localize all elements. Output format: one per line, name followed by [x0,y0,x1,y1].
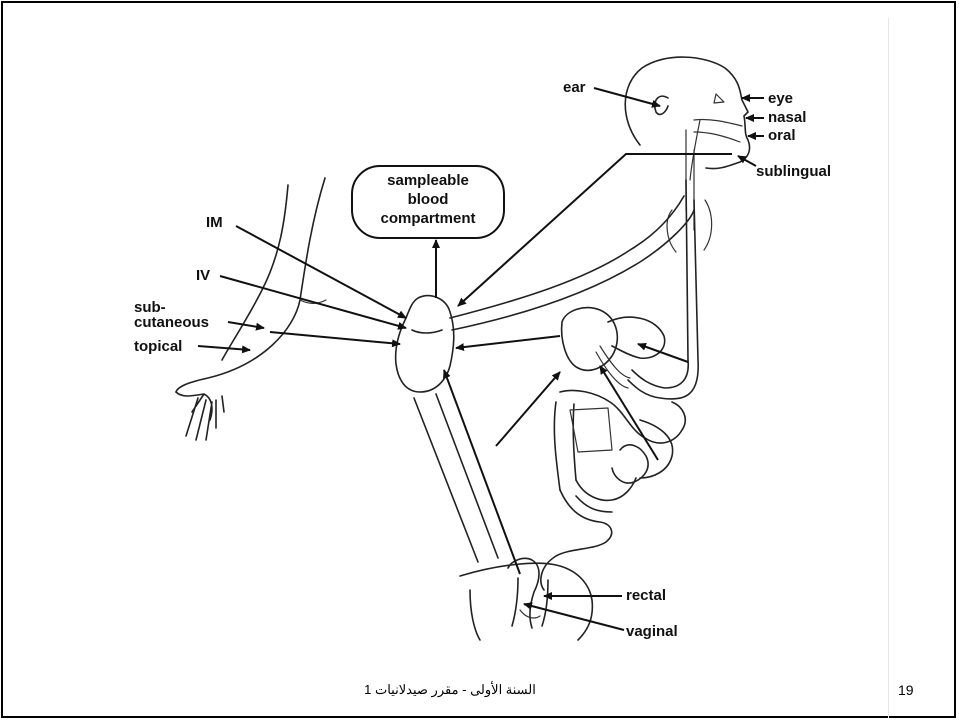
label-im: IM [206,214,223,231]
gi-tract-illustration [541,308,685,590]
route-labels: ear eye nasal oral sublingual IM IV sub-… [134,79,831,640]
label-oral: oral [768,127,796,144]
liver-illustration [396,296,454,392]
arrow-rectal-to-liver [444,370,520,574]
arrow-topical [198,346,250,350]
label-rectal: rectal [626,587,666,604]
esophagus-illustration [628,180,698,399]
label-eye: eye [768,90,793,107]
head-illustration [625,57,749,230]
label-ear: ear [563,79,586,96]
sampleable-blood-compartment-box: sampleable blood compartment [352,166,504,238]
box-label-line-3: compartment [380,210,475,227]
arrow-rectum-to-portal [496,372,560,446]
page-number: 19 [898,682,914,698]
arm-illustration [176,178,326,440]
label-nasal: nasal [768,109,806,126]
box-label-line-1: sampleable [387,172,469,189]
arrow-subcutaneous [270,332,400,344]
arrow-gi-to-liver [456,336,560,348]
lung-illustration [667,200,712,252]
arrow-subcutaneous-short [228,322,264,328]
footer-text: السنة الأولى - مقرر صيدلانيات 1 [300,682,600,698]
label-subcutaneous-line-2: cutaneous [134,314,209,331]
label-sublingual: sublingual [756,163,831,180]
label-topical: topical [134,338,182,355]
label-vaginal: vaginal [626,623,678,640]
pelvis-illustration [460,558,592,640]
label-iv: IV [196,267,210,284]
box-label-line-2: blood [408,191,449,208]
